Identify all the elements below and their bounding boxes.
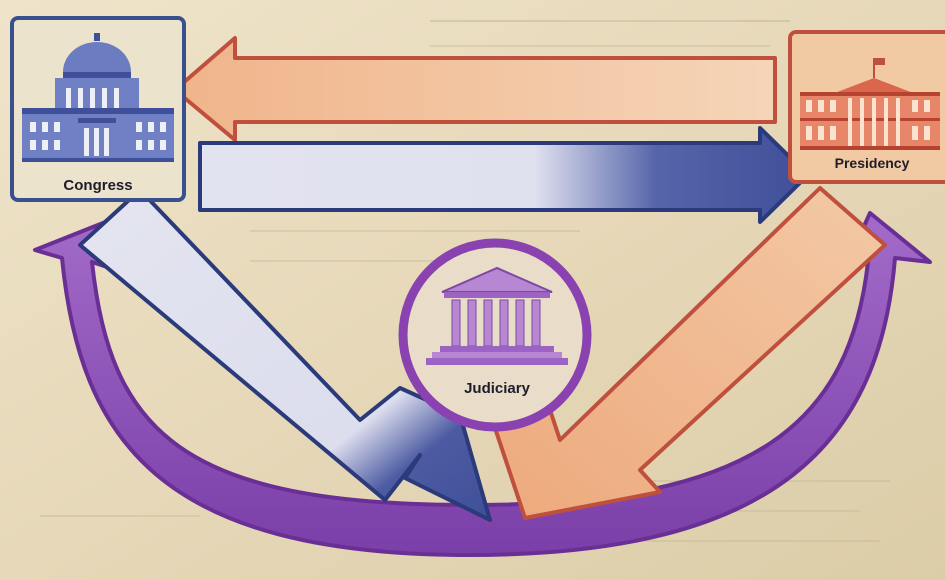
congress-label: Congress bbox=[63, 177, 132, 194]
presidency-label: Presidency bbox=[835, 155, 910, 171]
judiciary-node: Judiciary bbox=[403, 243, 587, 427]
presidency-node: Presidency bbox=[790, 32, 945, 182]
judiciary-label: Judiciary bbox=[464, 380, 531, 397]
arrow-congress-to-presidency bbox=[200, 128, 808, 222]
congress-node: Congress bbox=[12, 18, 184, 200]
arrow-presidency-to-congress bbox=[175, 38, 775, 140]
